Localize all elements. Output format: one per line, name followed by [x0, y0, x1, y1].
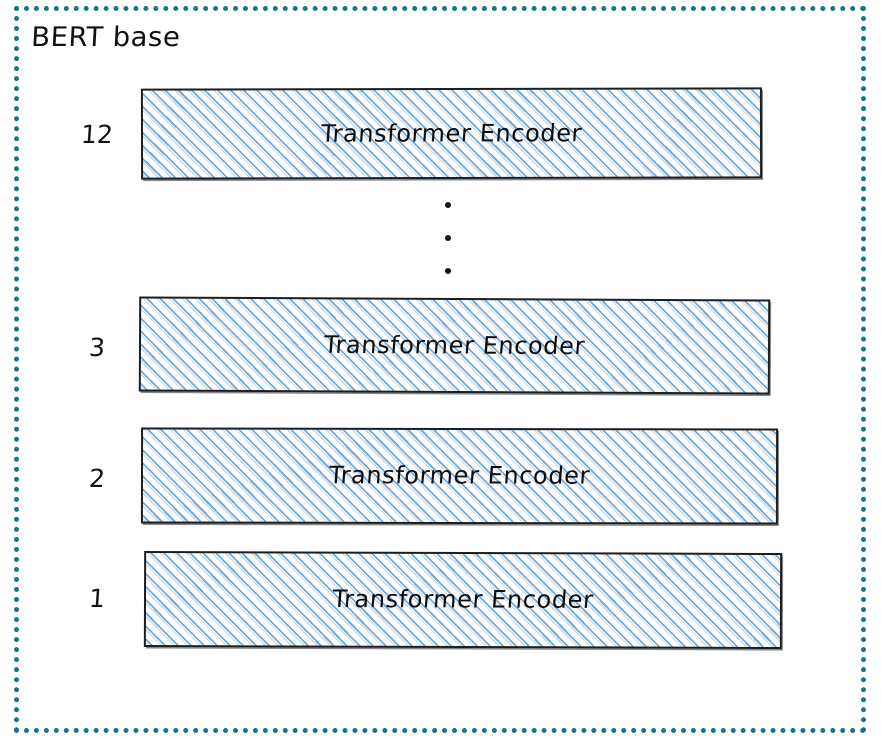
transformer-encoder-block-label: Transformer Encoder	[331, 585, 595, 614]
page-title: BERT base	[30, 22, 182, 53]
transformer-encoder-block-label: Transformer Encoder	[319, 118, 584, 148]
transformer-encoder-block-2[interactable]: Transformer Encoder	[140, 427, 779, 525]
transformer-encoder-block-12[interactable]: Transformer Encoder	[140, 87, 763, 180]
bert-base-container-border	[14, 6, 866, 733]
transformer-encoder-block-1[interactable]: Transformer Encoder	[143, 550, 783, 650]
ellipsis-dot-icon	[445, 202, 451, 208]
layer-index-label-12: 12	[80, 120, 114, 149]
layer-index-label-1: 1	[88, 584, 106, 613]
transformer-encoder-block-label: Transformer Encoder	[322, 330, 587, 360]
layer-index-label-2: 2	[88, 464, 106, 493]
ellipsis-dot-icon	[445, 235, 451, 241]
layer-index-label-3: 3	[88, 333, 106, 362]
ellipsis-dot-icon	[445, 268, 451, 274]
vertical-ellipsis	[445, 198, 457, 278]
transformer-encoder-block-label: Transformer Encoder	[327, 461, 592, 490]
transformer-encoder-block-3[interactable]: Transformer Encoder	[138, 296, 771, 395]
